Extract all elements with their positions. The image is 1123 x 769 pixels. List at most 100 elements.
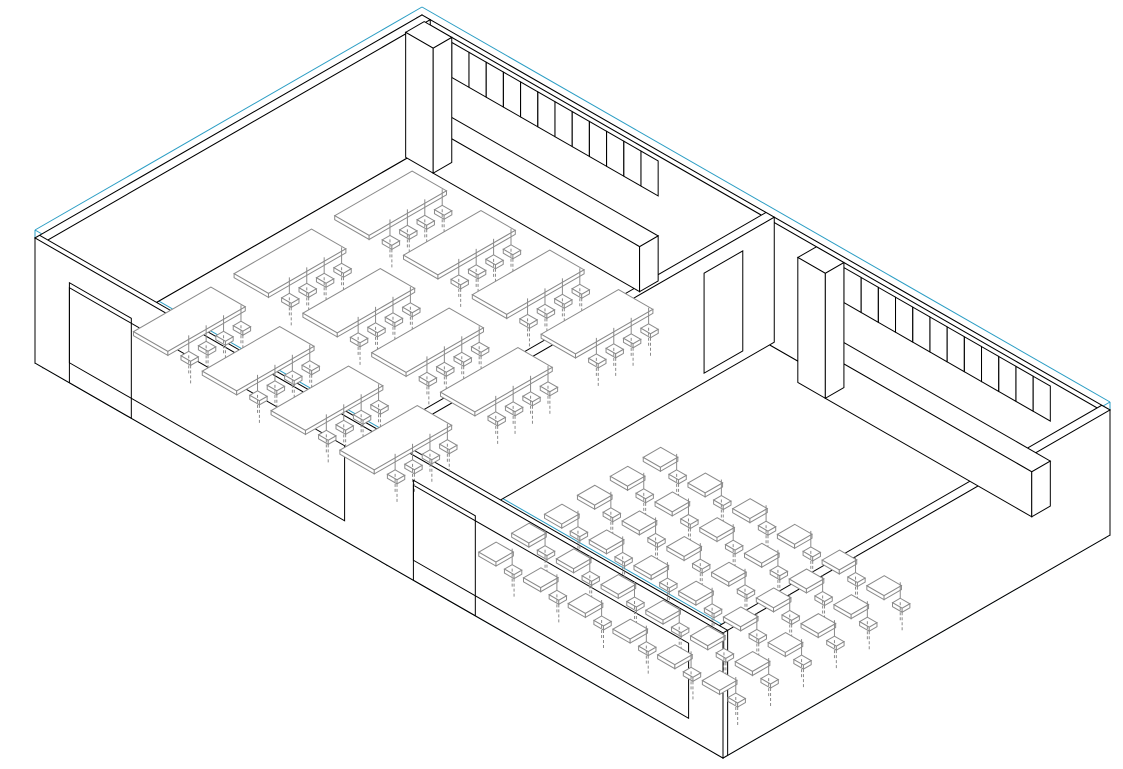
right-room-chair-seat-side bbox=[603, 620, 612, 631]
single-desk-side bbox=[805, 578, 825, 594]
right-room-chair-seat-side bbox=[678, 474, 687, 485]
left-room-chair-seat-side bbox=[308, 287, 317, 299]
furniture bbox=[132, 170, 911, 726]
single-desk-side bbox=[561, 513, 580, 529]
left-room-chair-seat-side bbox=[497, 416, 506, 427]
single-desk-side bbox=[671, 500, 691, 517]
single-desk-side bbox=[695, 590, 714, 607]
single-desk-side bbox=[540, 576, 559, 593]
left-room-chair-seat-side bbox=[276, 385, 286, 396]
single-desk-side bbox=[716, 526, 735, 543]
left-room-chair-seat-side bbox=[463, 356, 472, 368]
right-room-chair-seat-side bbox=[680, 627, 690, 638]
right-room-chair-seat-side bbox=[722, 500, 732, 511]
right-room-chair-seat-side bbox=[802, 659, 812, 670]
right-room-chair-seat-side bbox=[791, 615, 800, 626]
right-room-chair-seat-side bbox=[579, 531, 589, 542]
partition-door bbox=[703, 250, 744, 375]
right-room-chair-seat-side bbox=[513, 569, 523, 580]
left-room-chair-seat-side bbox=[413, 464, 423, 475]
left-room-chair-seat-side bbox=[224, 335, 234, 347]
single-desk-side bbox=[794, 533, 813, 550]
right-room-chair-seat-side bbox=[647, 646, 657, 657]
single-desk-side bbox=[838, 559, 858, 575]
right-room-upper-cabinet bbox=[1032, 375, 1051, 422]
cabinets bbox=[404, 21, 1052, 518]
left-room-chair-seat-side bbox=[477, 269, 487, 280]
left-room-tall-cabinet-side bbox=[432, 36, 453, 174]
right-room-chair-seat-side bbox=[656, 538, 666, 549]
front-door-right bbox=[412, 479, 476, 617]
right-room-chair-seat-side bbox=[558, 594, 568, 606]
right-room-base-counter-side bbox=[1031, 460, 1051, 518]
left-room-chair-seat-side bbox=[632, 338, 642, 349]
left-room-chair-seat-side bbox=[359, 337, 369, 348]
left-room-chair-seat-side bbox=[376, 327, 386, 338]
right-room-chair-seat-side bbox=[689, 519, 699, 530]
left-room-base-counter-side bbox=[639, 235, 659, 293]
left-room-chair-seat-side bbox=[615, 348, 624, 359]
single-desk-side bbox=[850, 603, 870, 620]
right-room-chair-seat-side bbox=[770, 678, 779, 689]
left-room-chair-seat-side bbox=[325, 277, 335, 289]
single-desk-side bbox=[784, 641, 804, 658]
single-desk-side bbox=[584, 602, 604, 619]
single-desk-side bbox=[761, 552, 780, 569]
left-room-chair-seat-side bbox=[342, 267, 352, 279]
right-room-tall-cabinet-side bbox=[824, 261, 845, 400]
single-desk-side bbox=[495, 551, 514, 567]
right-end-wall-side bbox=[722, 409, 1111, 759]
right-room-chair-seat-side bbox=[624, 557, 633, 568]
right-room-tall-cabinet-front bbox=[797, 256, 826, 400]
left-room-chair-seat-side bbox=[480, 346, 490, 358]
single-desk-side bbox=[674, 653, 693, 670]
left-room-chair-seat-side bbox=[426, 219, 435, 231]
left-room-chair-seat-side bbox=[408, 230, 418, 241]
left-room-chair-seat-side bbox=[549, 386, 559, 397]
left-room-chair-seat-side bbox=[242, 325, 252, 337]
left-room-chair-seat-side bbox=[531, 396, 541, 407]
right-room-chair-seat-side bbox=[591, 576, 600, 587]
left-room-chair-seat-side bbox=[379, 404, 389, 416]
left-room-upper-cabinet bbox=[640, 150, 659, 197]
left-room-chair-seat-side bbox=[512, 249, 522, 260]
right-room-chair-seat-side bbox=[901, 602, 911, 614]
single-desk-side bbox=[740, 615, 759, 632]
left-room-chair-seat-side bbox=[258, 395, 268, 406]
single-desk-side bbox=[627, 475, 646, 492]
single-desk-side bbox=[573, 557, 592, 574]
left-room-chair-seat-side bbox=[581, 288, 590, 300]
bounding-box-edge bbox=[421, 6, 1111, 403]
doors bbox=[68, 250, 744, 617]
right-room-chair-seat-side bbox=[767, 525, 777, 537]
left-room-chair-seat-side bbox=[650, 328, 659, 339]
right-room-chair-seat-side bbox=[835, 640, 845, 652]
single-desk-side bbox=[883, 584, 902, 601]
left-room-chair-seat-side bbox=[293, 375, 303, 386]
single-desk-side bbox=[817, 622, 837, 639]
left-room-chair-seat-side bbox=[311, 365, 320, 376]
right-room-chair-seat-side bbox=[645, 493, 654, 504]
single-desk-side bbox=[707, 634, 726, 651]
right-room-chair-seat-side bbox=[737, 697, 746, 708]
left-room-chair-seat-side bbox=[428, 377, 438, 388]
single-desk-side bbox=[704, 482, 724, 498]
left-room-chair-seat-side bbox=[345, 424, 354, 436]
single-desk-side bbox=[638, 519, 658, 536]
left-room-chair-seat-side bbox=[494, 259, 504, 270]
single-desk-side bbox=[594, 494, 613, 511]
left-room-chair-seat-side bbox=[546, 309, 556, 320]
single-desk-side bbox=[528, 532, 547, 548]
single-desk-side bbox=[728, 571, 747, 588]
single-desk-side bbox=[629, 628, 649, 644]
left-room-chair-seat-side bbox=[290, 298, 300, 309]
right-room-chair-seat-side bbox=[746, 589, 756, 600]
left-room-chair-seat-side bbox=[528, 319, 538, 330]
left-room-chair-seat-side bbox=[597, 358, 607, 369]
right-room-chair-seat-side bbox=[713, 608, 723, 619]
left-room-chair-seat-side bbox=[460, 279, 469, 290]
single-desk-side bbox=[662, 609, 681, 625]
left-room-chair-seat-side bbox=[396, 474, 406, 485]
left-room-chair-seat-side bbox=[514, 406, 524, 417]
